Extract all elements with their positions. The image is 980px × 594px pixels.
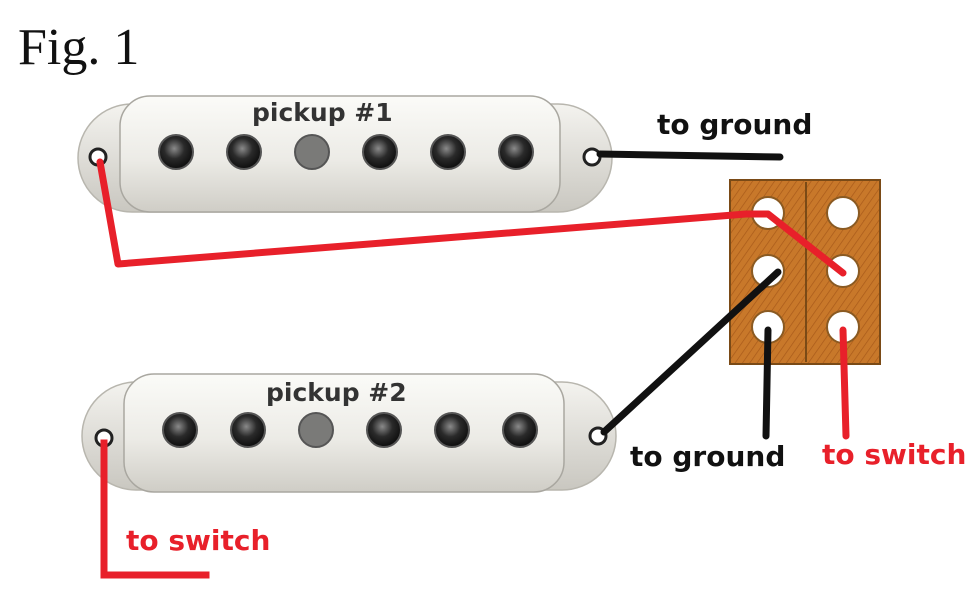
terminal-switch-wire bbox=[839, 326, 850, 440]
pole-piece bbox=[430, 134, 466, 170]
pickup-1-hot-wire bbox=[96, 158, 847, 277]
pickup-2-label: pickup #2 bbox=[266, 378, 407, 407]
pickup-1-pole-pieces bbox=[158, 134, 534, 170]
pole-piece bbox=[226, 134, 262, 170]
pickup-1: pickup #1 bbox=[77, 95, 613, 213]
pickup-2-hot-wire bbox=[100, 439, 210, 579]
pickup-2: pickup #2 bbox=[81, 373, 617, 493]
pickup-1-ground-label: to ground bbox=[657, 108, 812, 141]
pickup-2-pole-pieces bbox=[162, 412, 538, 448]
wires bbox=[96, 150, 850, 579]
pole-piece bbox=[502, 412, 538, 448]
pole-piece bbox=[498, 134, 534, 170]
pickup-1-label: pickup #1 bbox=[252, 98, 393, 127]
pole-piece bbox=[366, 412, 402, 448]
terminal-switch-label: to switch bbox=[822, 438, 966, 471]
figure-label: Fig. 1 bbox=[18, 19, 139, 76]
pickup-2-cover bbox=[123, 373, 565, 493]
pickup-2-ground-label: to ground bbox=[630, 440, 785, 473]
pickup-2-ground-wire bbox=[600, 268, 782, 436]
pickup-2-switch-label: to switch bbox=[126, 524, 270, 557]
pole-piece bbox=[162, 412, 198, 448]
pole-piece bbox=[298, 412, 334, 448]
pole-piece bbox=[158, 134, 194, 170]
terminal-eyelet bbox=[826, 196, 860, 230]
terminal-ground-wire bbox=[762, 326, 772, 440]
pole-piece bbox=[434, 412, 470, 448]
terminal-eyelet bbox=[751, 254, 785, 288]
pole-piece bbox=[230, 412, 266, 448]
pickup-1-cover bbox=[119, 95, 561, 213]
pickup-1-ground-wire bbox=[596, 150, 784, 161]
pole-piece bbox=[294, 134, 330, 170]
pole-piece bbox=[362, 134, 398, 170]
terminal-board bbox=[729, 179, 881, 365]
pickup-1-right-eyelet bbox=[582, 147, 602, 167]
